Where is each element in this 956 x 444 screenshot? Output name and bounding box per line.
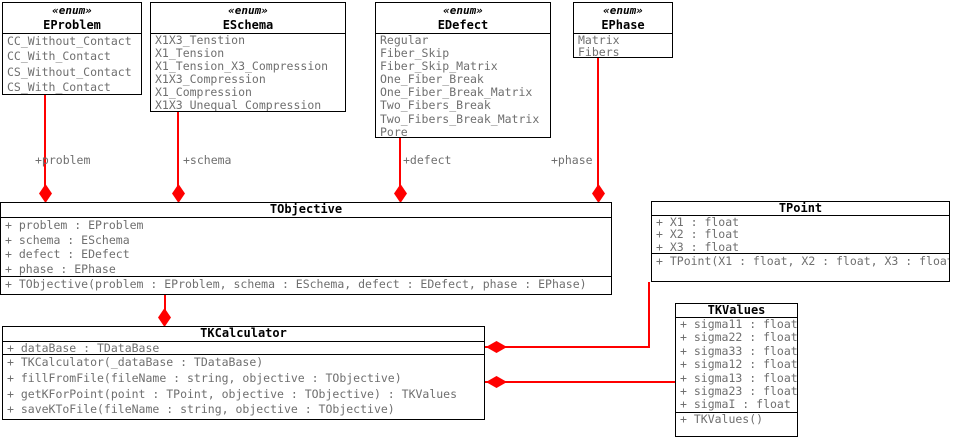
ephase-literals-compartment: Matrix Fibers (574, 34, 672, 57)
tpoint-class-name: TPoint (652, 202, 949, 216)
eschema-header: «enum» ESchema (151, 3, 345, 34)
edefect-stereotype: «enum» (443, 4, 483, 17)
operation-row: + TKCalculator(_dataBase : TDataBase) (7, 355, 264, 369)
eproblem-class-name: EProblem (43, 18, 101, 32)
composition-line-problem (44, 95, 46, 190)
attribute-row: + X3 : float (656, 240, 740, 253)
attribute-row: + schema : ESchema (5, 232, 130, 247)
attribute-row: + dataBase : TDataBase (7, 342, 160, 354)
composition-diamond-icon (486, 341, 507, 353)
composition-line-calculator-tpoint-riser (648, 282, 650, 348)
tpoint-operations-compartment: + TPoint(X1 : float, X2 : float, X3 : fl… (652, 253, 949, 281)
eschema-stereotype: «enum» (228, 4, 268, 17)
enum-class-eproblem[interactable]: «enum» EProblem CC_Without_Contact CC_Wi… (2, 2, 142, 95)
composition-line-calculator-tpoint (485, 346, 650, 348)
association-label-phase: +phase (551, 153, 593, 167)
enum-literal: Fibers (578, 46, 620, 57)
composition-line-calculator-tkvalues (485, 381, 675, 383)
enum-literal: One_Fiber_Break_Matrix (380, 86, 533, 100)
enum-literal: CS_Without_Contact (7, 64, 132, 79)
eschema-literals-compartment: X1X3_Tenstion X1_Tension X1_Tension_X3_C… (151, 34, 345, 111)
attribute-row: + problem : EProblem (5, 218, 144, 232)
ephase-stereotype: «enum» (603, 4, 643, 17)
attribute-row: + sigma12 : float (680, 358, 797, 372)
attribute-row: + sigma13 : float (680, 371, 797, 385)
enum-literal: X1X3_Unequal_Compression (155, 98, 322, 111)
operation-row: + TObjective(problem : EProblem, schema … (5, 277, 587, 291)
association-label-problem: +problem (35, 153, 91, 167)
composition-line-defect (399, 138, 401, 190)
attribute-row: + sigma23 : float (680, 385, 797, 399)
class-tobjective[interactable]: TObjective + problem : EProblem + schema… (0, 202, 612, 295)
tpoint-attributes-compartment: + X1 : float + X2 : float + X3 : float (652, 216, 949, 253)
tkvalues-class-name: TKValues (676, 304, 797, 318)
tkcalculator-attributes-compartment: + dataBase : TDataBase (3, 342, 484, 354)
enum-literal: X1X3_Compression (155, 72, 266, 86)
attribute-row: + sigma33 : float (680, 344, 797, 358)
eproblem-stereotype: «enum» (52, 4, 92, 17)
tkcalculator-operations-compartment: + TKCalculator(_dataBase : TDataBase) + … (3, 354, 484, 419)
enum-literal: Fiber_Skip_Matrix (380, 60, 498, 74)
composition-diamond-icon (172, 184, 185, 203)
enum-literal: CS_With_Contact (7, 80, 111, 94)
enum-class-eschema[interactable]: «enum» ESchema X1X3_Tenstion X1_Tension … (150, 2, 346, 112)
enum-literal: X1X3_Tenstion (155, 34, 246, 47)
enum-literal: Two_Fibers_Break (380, 99, 491, 113)
enum-literal: CC_Without_Contact (7, 34, 132, 48)
enum-class-ephase[interactable]: «enum» EPhase Matrix Fibers (573, 2, 673, 58)
eproblem-literals-compartment: CC_Without_Contact CC_With_Contact CS_Wi… (3, 34, 141, 94)
operation-row: + saveKToFile(fileName : string, objecti… (7, 402, 395, 417)
eschema-class-name: ESchema (222, 18, 274, 32)
attribute-row: + X2 : float (656, 228, 740, 241)
composition-diamond-icon (158, 308, 171, 327)
class-tkvalues[interactable]: TKValues + sigma11 : float + sigma22 : f… (675, 303, 798, 437)
enum-literal: X1_Tension_X3_Compression (155, 59, 329, 73)
edefect-class-name: EDefect (437, 18, 489, 32)
attribute-row: + sigma22 : float (680, 331, 797, 345)
attribute-row: + defect : EDefect (5, 247, 130, 261)
enum-literal: CC_With_Contact (7, 49, 111, 64)
composition-diamond-icon (592, 184, 605, 203)
attribute-row: + X1 : float (656, 216, 740, 229)
enum-literal: X1_Compression (155, 85, 252, 99)
enum-literal: Fiber_Skip (380, 47, 450, 61)
composition-diamond-icon (39, 184, 52, 203)
edefect-literals-compartment: Regular Fiber_Skip Fiber_Skip_Matrix One… (376, 34, 550, 137)
association-label-schema: +schema (183, 153, 232, 167)
edefect-header: «enum» EDefect (376, 3, 550, 34)
operation-row: + TPoint(X1 : float, X2 : float, X3 : fl… (656, 254, 949, 268)
ephase-header: «enum» EPhase (574, 3, 672, 34)
class-tpoint[interactable]: TPoint + X1 : float + X2 : float + X3 : … (651, 201, 950, 282)
tkcalculator-class-name: TKCalculator (3, 327, 484, 342)
composition-line-objective-calculator (164, 295, 166, 313)
composition-line-phase (597, 58, 599, 190)
tobjective-class-name: TObjective (1, 203, 611, 218)
composition-diamond-icon (394, 184, 407, 203)
attribute-row: + sigmaI : float (680, 398, 791, 412)
composition-line-schema (177, 112, 179, 190)
operation-row: + getKForPoint(point : TPoint, objective… (7, 386, 458, 401)
ephase-class-name: EPhase (601, 18, 645, 32)
operation-row: + fillFromFile(fileName : string, object… (7, 370, 402, 385)
enum-literal: One_Fiber_Break (380, 73, 484, 87)
association-label-defect: +defect (403, 153, 452, 167)
tobjective-operations-compartment: + TObjective(problem : EProblem, schema … (1, 276, 611, 294)
eproblem-header: «enum» EProblem (3, 3, 141, 34)
enum-literal: X1_Tension (155, 46, 225, 60)
class-tkcalculator[interactable]: TKCalculator + dataBase : TDataBase + TK… (2, 326, 485, 420)
composition-diamond-icon (486, 376, 507, 388)
tkvalues-operations-compartment: + TKValues() (676, 412, 797, 436)
attribute-row: + sigma11 : float (680, 318, 797, 331)
tkvalues-attributes-compartment: + sigma11 : float + sigma22 : float + si… (676, 318, 797, 412)
operation-row: + TKValues() (680, 413, 764, 426)
enum-literal: Two_Fibers_Break_Matrix (380, 112, 540, 126)
enum-class-edefect[interactable]: «enum» EDefect Regular Fiber_Skip Fiber_… (375, 2, 551, 138)
tobjective-attributes-compartment: + problem : EProblem + schema : ESchema … (1, 218, 611, 276)
enum-literal: Regular (380, 34, 429, 47)
enum-literal: Matrix (578, 34, 620, 46)
attribute-row: + phase : EPhase (5, 261, 116, 276)
enum-literal: Pore (380, 125, 408, 137)
